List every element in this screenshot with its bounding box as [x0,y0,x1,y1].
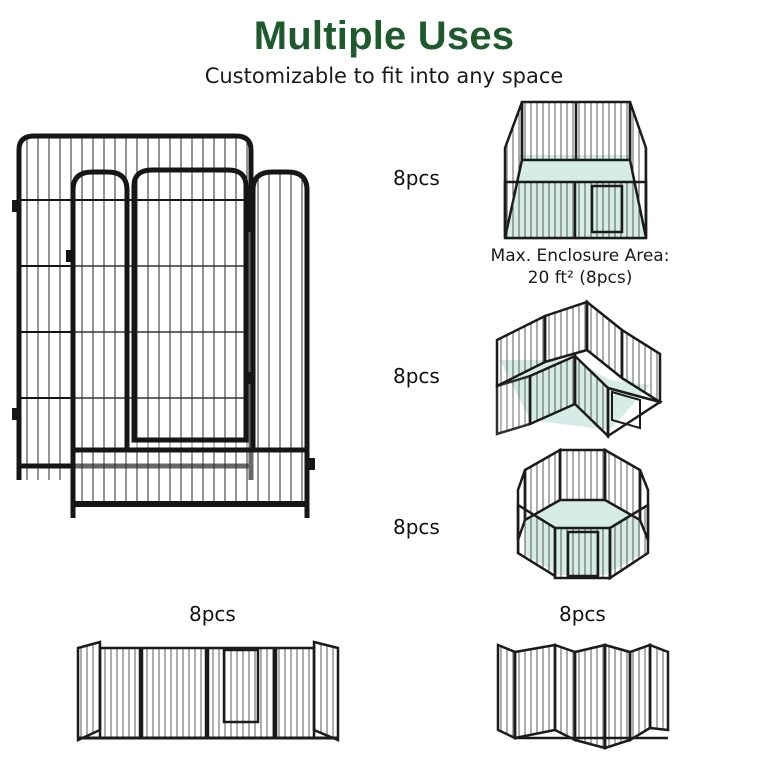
page-subtitle: Customizable to fit into any space [204,64,564,88]
enclosure-area-note: Max. Enclosure Area: 20 ft² (8pcs) [470,245,690,289]
front-panel-with-door [66,167,315,518]
config-label-octagon: 8pcs [393,515,440,539]
enclosure-area-line2: 20 ft² (8pcs) [527,268,633,288]
config-label-square: 8pcs [393,166,440,190]
enclosure-area-line1: Max. Enclosure Area: [490,246,670,266]
config-label-straight: 8pcs [189,602,236,626]
config-label-l-shape: 8pcs [393,364,440,388]
page-title: Multiple Uses [253,14,515,58]
config-label-zigzag: 8pcs [559,602,606,626]
